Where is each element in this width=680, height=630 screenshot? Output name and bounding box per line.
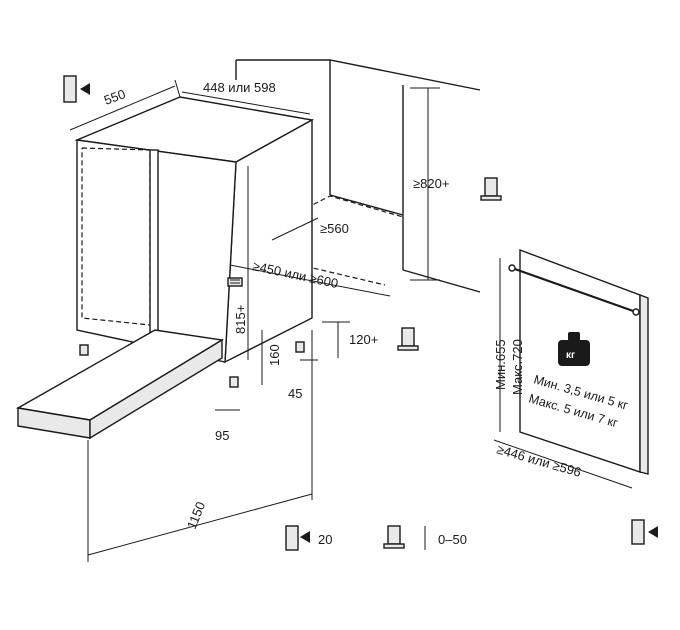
rear-right-foot <box>295 341 305 353</box>
plinth-160-label: 160 <box>267 344 282 366</box>
niche-height-label: ≥820+ <box>413 176 449 191</box>
height-815-label: 815+ <box>233 305 248 334</box>
offset-95-label: 95 <box>215 428 229 443</box>
gap-20-label: 20 <box>318 532 332 547</box>
foot-adjust-label: 0–50 <box>438 532 467 547</box>
hinge-icon <box>285 525 310 551</box>
front-left-foot <box>79 344 89 356</box>
door-edge <box>149 149 159 333</box>
screw-icon <box>397 327 419 351</box>
width-label: 448 или 598 <box>203 80 276 95</box>
dishwasher-body <box>74 96 315 388</box>
plinth-120-label: 120+ <box>349 332 378 347</box>
weight-icon: кг <box>558 332 590 366</box>
decor-panel: кг <box>508 248 649 475</box>
door-open-label: 1150 <box>184 500 208 532</box>
hinge-icon <box>631 519 658 545</box>
front-right-foot <box>229 376 239 388</box>
screw-icon <box>383 525 405 549</box>
panel-height-min-label: Мин.655 <box>493 339 508 390</box>
screw-icon <box>480 177 502 201</box>
dimension-lines <box>69 79 633 562</box>
offset-45-label: 45 <box>288 386 302 401</box>
screw-icon <box>227 277 243 287</box>
depth-label: 550 <box>102 86 128 108</box>
niche-depth-label: ≥560 <box>320 221 349 236</box>
hinge-icon <box>63 75 90 103</box>
panel-height-max-label: Макс.720 <box>510 339 525 395</box>
opened-door <box>15 329 225 440</box>
weight-icon-label: кг <box>566 350 575 361</box>
